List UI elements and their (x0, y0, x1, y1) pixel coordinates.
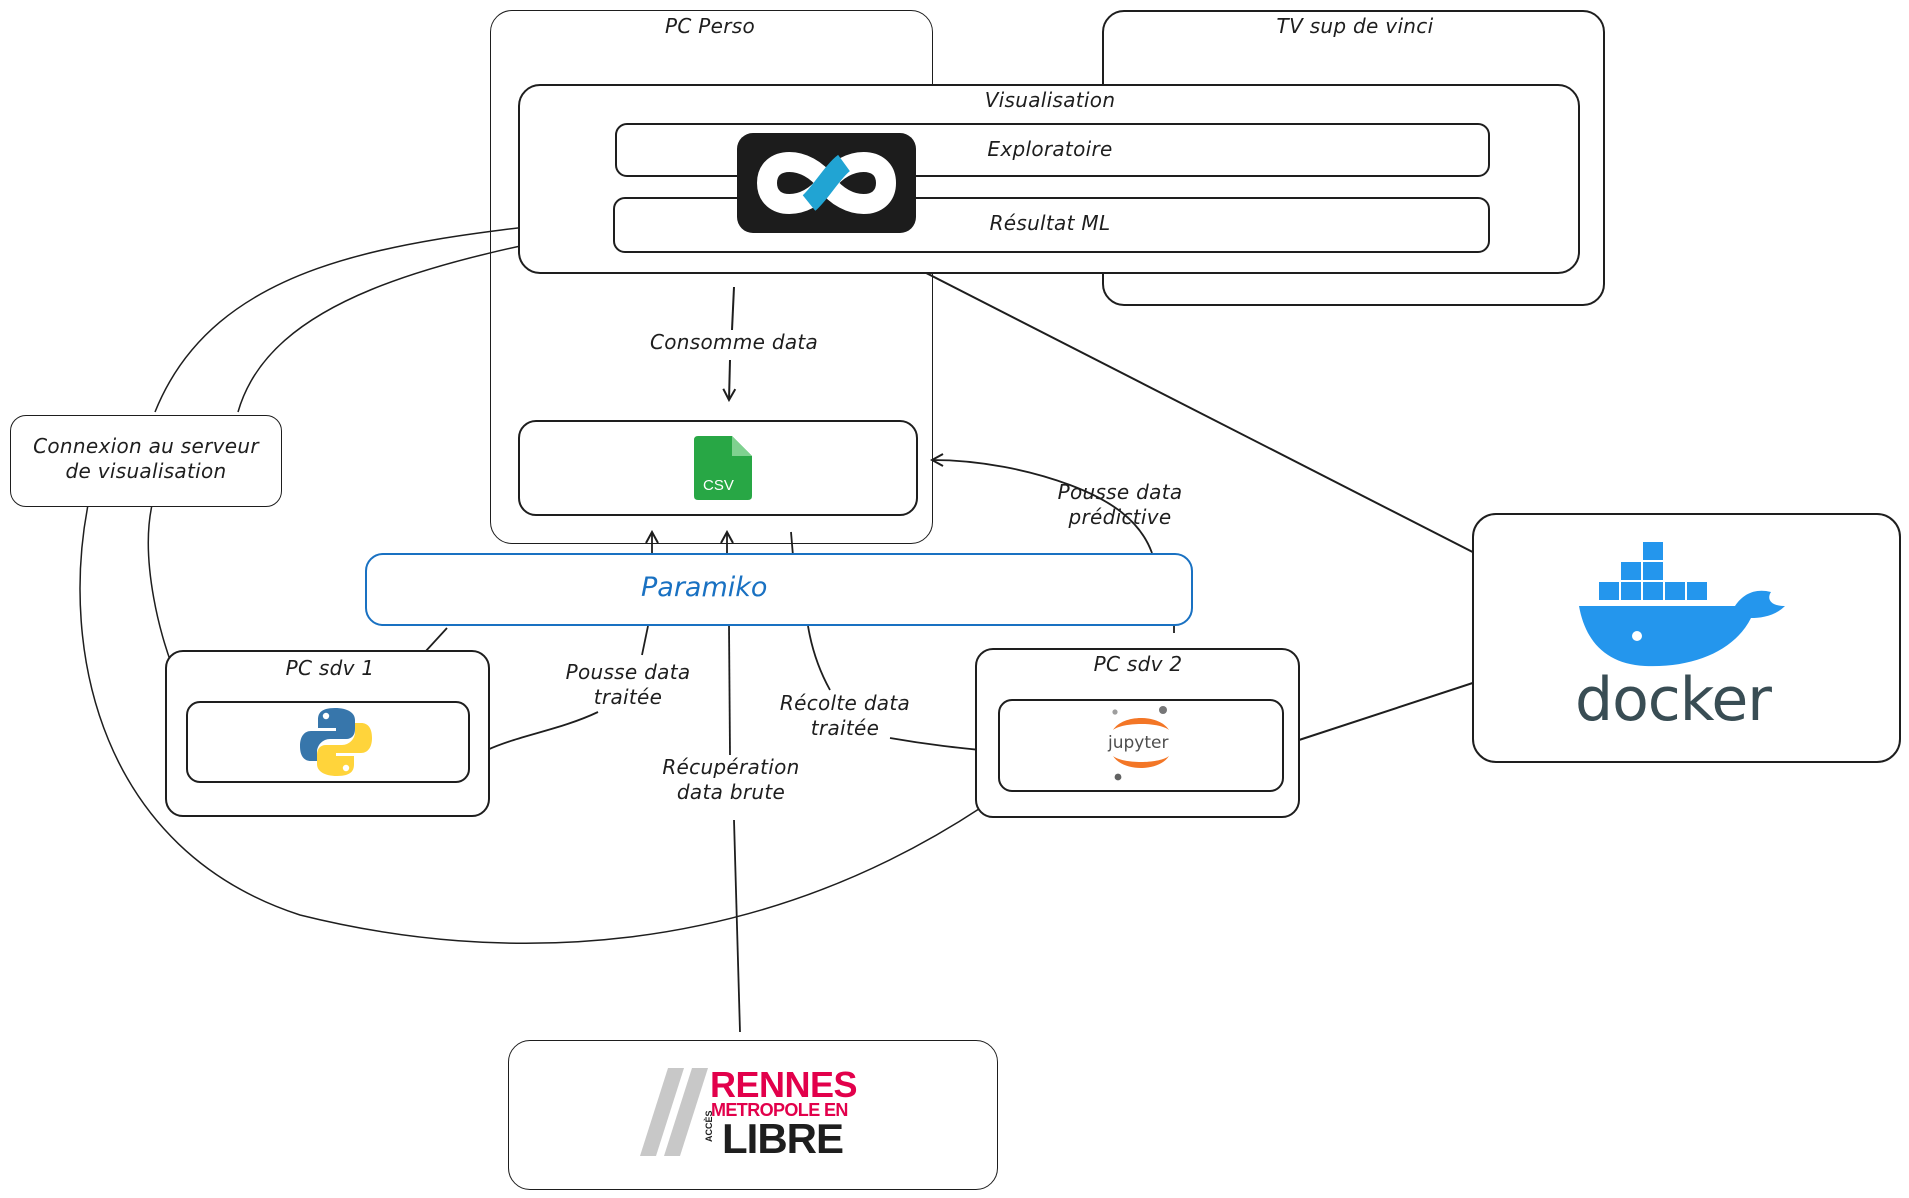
dashboard-resultat-ml-label: Résultat ML (989, 211, 1111, 235)
csv-file-icon (694, 436, 752, 500)
node-connexion[interactable] (10, 415, 282, 507)
edge-consomme-bottom (729, 359, 730, 400)
csv-file-label: CSV (703, 477, 734, 494)
edge-label-pousse-traitee: Pousse data traitée (565, 660, 691, 709)
docker-wordmark: docker (1575, 665, 1772, 735)
dashboard-exploratoire-label: Exploratoire (987, 137, 1113, 161)
rennes-slashes-icon (640, 1068, 710, 1158)
docker-whale-logo (1575, 540, 1795, 670)
edge-label-recolte-traitee: Récolte data traitée (779, 691, 911, 740)
edge-recolte-upper (807, 625, 831, 691)
rennes-acces-label: ACCÈS (704, 1110, 714, 1142)
jupyter-label: jupyter (1108, 733, 1169, 753)
group-tv-sup-label: TV sup de vinci (1276, 14, 1434, 38)
edge-label-consomme: Consomme data (650, 330, 819, 354)
rennes-title-line2: METROPOLE EN (711, 1100, 848, 1120)
edge-recuperation-upper (728, 624, 731, 756)
python-logo (300, 706, 372, 778)
edge-consomme-top (731, 286, 735, 331)
rennes-title-line3: LIBRE (722, 1115, 844, 1162)
edge-jupyter-docker (1295, 675, 1495, 742)
group-pc-sdv1-label: PC sdv 1 (285, 656, 375, 680)
metabase-logo (737, 133, 916, 233)
edge-connexion-lower-2 (79, 504, 983, 945)
node-rennes-open-data (508, 1040, 998, 1190)
edge-recuperation-lower (733, 819, 741, 1033)
edge-paramiko-csv-3 (790, 531, 794, 557)
edge-label-pousse-predictive: Pousse data prédictive (1057, 480, 1183, 529)
group-pc-perso-label: PC Perso (664, 14, 756, 38)
node-jupyter (998, 699, 1284, 792)
jupyter-logo (1103, 702, 1179, 784)
edge-traitee-upper (641, 625, 649, 656)
rennes-title-line1: RENNES (710, 1064, 858, 1105)
edge-predictive-upper (932, 460, 1153, 554)
group-visualisation-label: Visualisation (984, 88, 1116, 112)
group-pc-sdv2-label: PC sdv 2 (1093, 652, 1183, 676)
node-connexion-label: Connexion au serveur de visualisation (33, 434, 259, 483)
node-paramiko-label: Paramiko (641, 572, 768, 603)
group-pc-perso (490, 10, 933, 544)
edge-label-recuperation-brute: Récupération data brute (662, 755, 800, 804)
edge-metabase-docker (841, 229, 1501, 567)
edge-traitee-lower (486, 711, 599, 751)
node-paramiko[interactable] (365, 553, 1193, 626)
